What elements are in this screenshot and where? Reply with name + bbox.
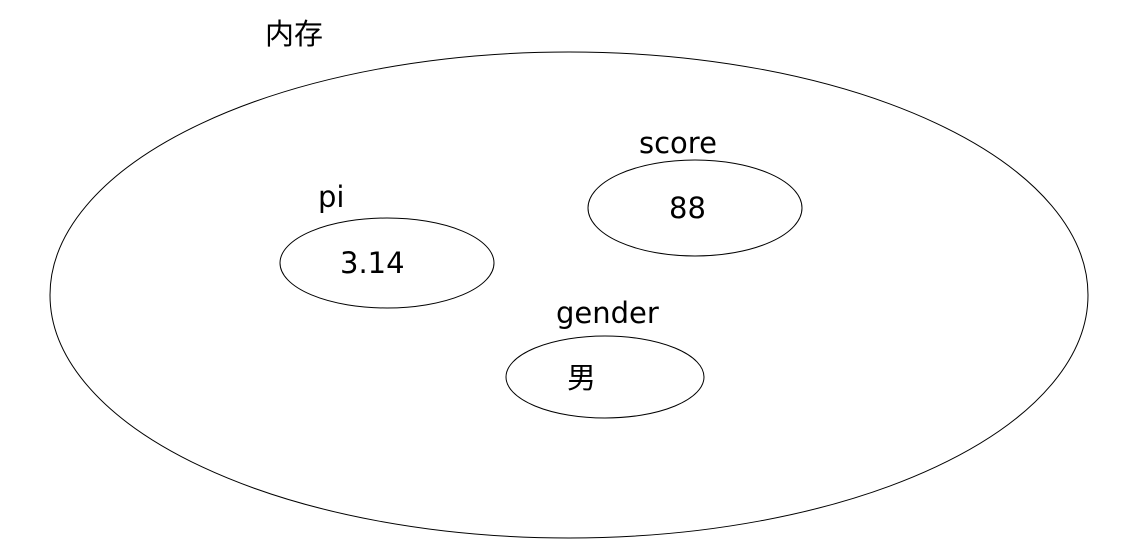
variable-label-score: score: [639, 126, 717, 160]
outer-memory-label: 内存: [265, 17, 324, 51]
variable-value-gender: 男: [567, 361, 597, 395]
variable-value-pi: 3.14: [340, 246, 405, 280]
variable-ellipse-gender: [506, 336, 704, 418]
variable-label-pi: pi: [318, 180, 345, 214]
outer-memory-ellipse: [50, 52, 1088, 538]
variable-ellipse-score: [588, 160, 802, 256]
variable-value-score: 88: [669, 191, 706, 225]
variable-ellipse-pi: [280, 218, 494, 308]
variable-label-gender: gender: [556, 296, 659, 330]
